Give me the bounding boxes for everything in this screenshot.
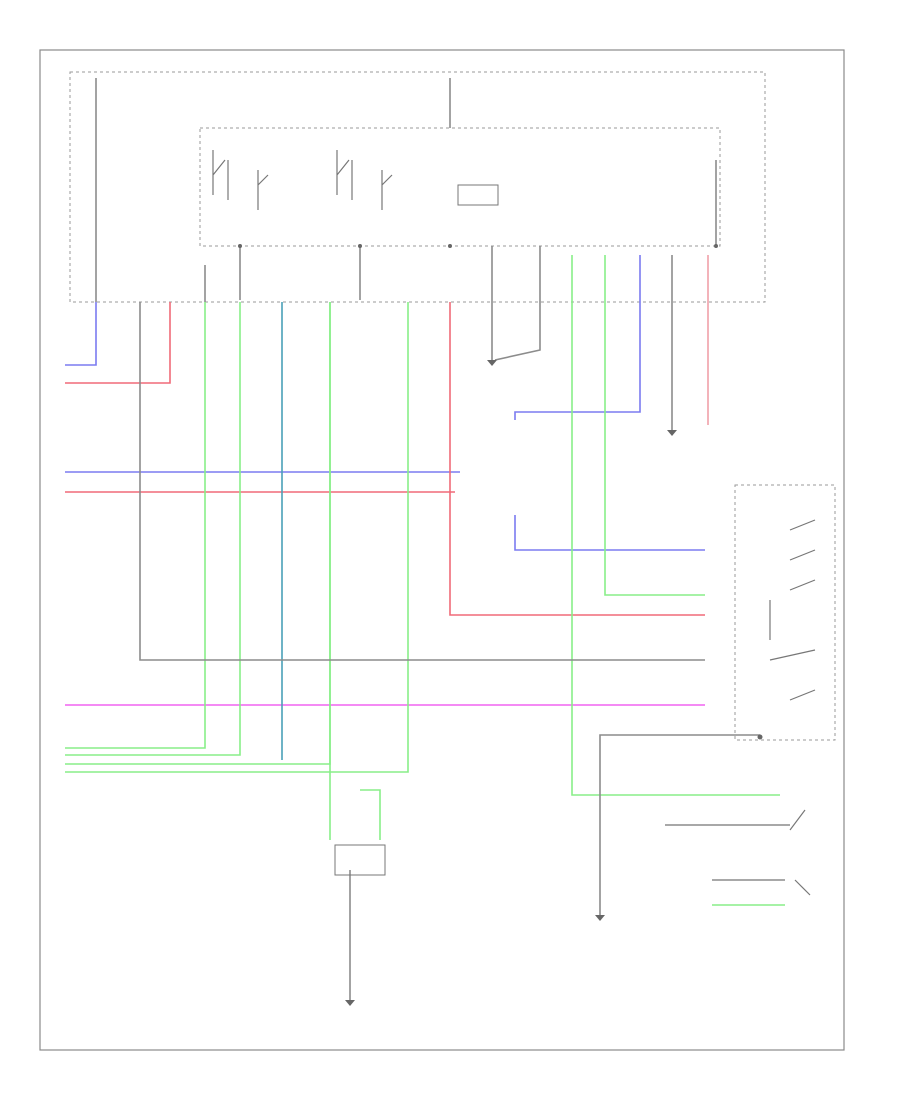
connector-dots [238,244,763,740]
gray-wires [139,246,790,1000]
ground-symbols [345,360,677,1006]
internal-switches [212,150,499,210]
ground-symbol [487,360,497,366]
ground-symbol [345,1000,355,1006]
lower-switches [334,519,816,896]
switch-submodule-box [199,127,721,247]
lower-switch-box [734,484,836,741]
green-wires [65,255,785,906]
ground-symbol [667,430,677,436]
red-wires [65,302,705,616]
blue-wires [65,255,705,551]
ground-symbol [595,915,605,921]
control-module-box [69,71,766,303]
module-internal-wires [95,78,717,302]
diagram-frame [39,49,845,1051]
